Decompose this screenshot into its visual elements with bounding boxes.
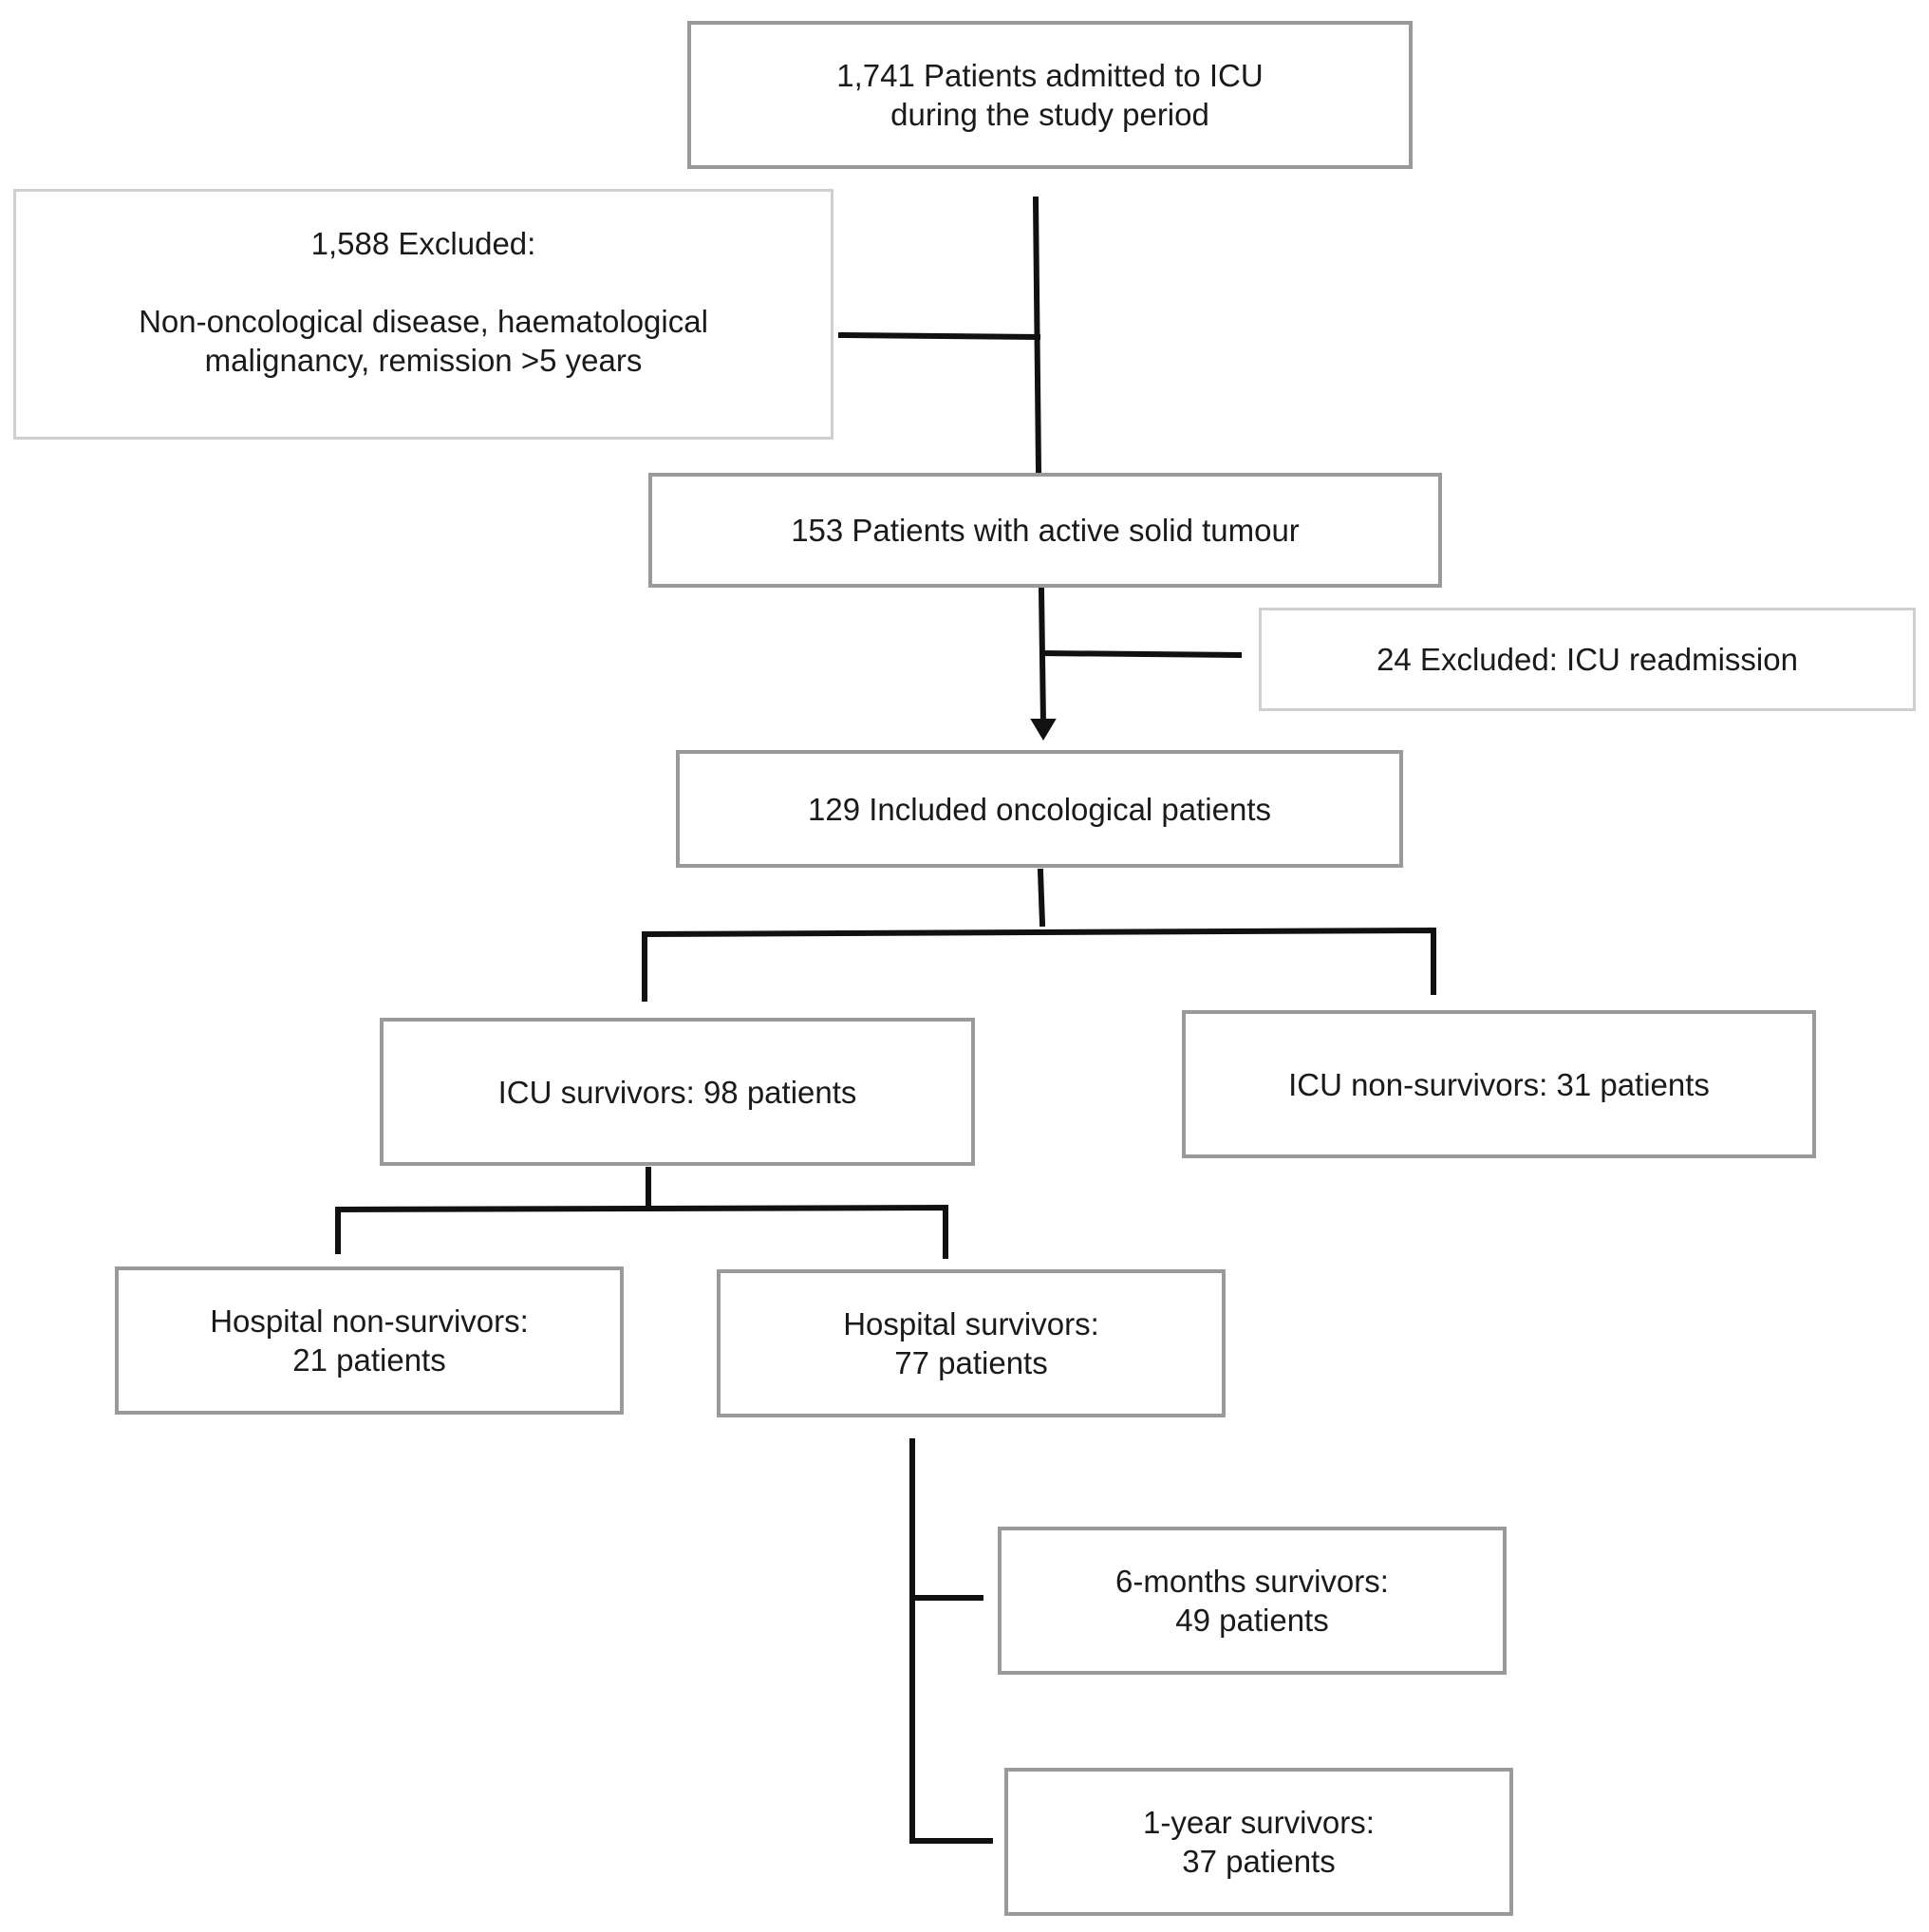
connector-branch-excluded-second bbox=[1039, 649, 1243, 659]
box-hospital-survivors: Hospital survivors: 77 patients bbox=[717, 1269, 1226, 1417]
box-icu-non-survivors: ICU non-survivors: 31 patients bbox=[1182, 1010, 1816, 1158]
box-included-patients: 129 Included oncological patients bbox=[676, 750, 1403, 868]
box-admitted-patients: 1,741 Patients admitted to ICU during th… bbox=[687, 21, 1413, 169]
excluded-first-line-1: Non-oncological disease, haematological bbox=[139, 304, 708, 339]
hospital-non-survivors-line-1: Hospital non-survivors: bbox=[210, 1304, 529, 1339]
connector-included-stem bbox=[1037, 868, 1046, 928]
box-one-year-survivors: 1-year survivors: 37 patients bbox=[1004, 1768, 1513, 1916]
connector-branch-excluded-first bbox=[837, 331, 1041, 341]
excluded-first-line-2: malignancy, remission >5 years bbox=[204, 343, 643, 378]
connector-hospital-split bbox=[335, 1204, 948, 1259]
included-line-1: 129 Included oncological patients bbox=[807, 791, 1272, 827]
one-year-survivors-line-1: 1-year survivors: bbox=[1143, 1805, 1375, 1840]
hospital-non-survivors-line-2: 21 patients bbox=[292, 1342, 446, 1378]
admitted-line-1: 1,741 Patients admitted to ICU bbox=[836, 58, 1264, 93]
arrowhead-included bbox=[1030, 719, 1057, 741]
connector-icu-split bbox=[642, 927, 1436, 1002]
connector-active-to-included bbox=[1038, 587, 1047, 727]
hospital-survivors-line-1: Hospital survivors: bbox=[843, 1306, 1099, 1341]
excluded-second-line-1: 24 Excluded: ICU readmission bbox=[1377, 642, 1798, 677]
excluded-first-heading: 1,588 Excluded: bbox=[310, 226, 536, 261]
box-six-month-survivors: 6-months survivors: 49 patients bbox=[998, 1527, 1507, 1675]
box-excluded-second: 24 Excluded: ICU readmission bbox=[1259, 608, 1916, 711]
admitted-line-2: during the study period bbox=[890, 97, 1209, 132]
active-tumour-line-1: 153 Patients with active solid tumour bbox=[791, 513, 1300, 548]
box-excluded-first: 1,588 Excluded: Non-oncological disease,… bbox=[13, 189, 833, 440]
six-month-survivors-line-1: 6-months survivors: bbox=[1115, 1564, 1389, 1599]
box-icu-survivors: ICU survivors: 98 patients bbox=[380, 1018, 975, 1166]
six-month-survivors-line-2: 49 patients bbox=[1175, 1603, 1329, 1638]
icu-survivors-line-1: ICU survivors: 98 patients bbox=[497, 1074, 857, 1110]
icu-non-survivors-line-1: ICU non-survivors: 31 patients bbox=[1288, 1066, 1710, 1102]
box-active-solid-tumour: 153 Patients with active solid tumour bbox=[648, 473, 1442, 588]
one-year-survivors-line-2: 37 patients bbox=[1182, 1844, 1336, 1879]
hospital-survivors-line-2: 77 patients bbox=[894, 1345, 1048, 1380]
connector-followup-trunk bbox=[909, 1438, 993, 1844]
box-hospital-non-survivors: Hospital non-survivors: 21 patients bbox=[115, 1266, 624, 1415]
